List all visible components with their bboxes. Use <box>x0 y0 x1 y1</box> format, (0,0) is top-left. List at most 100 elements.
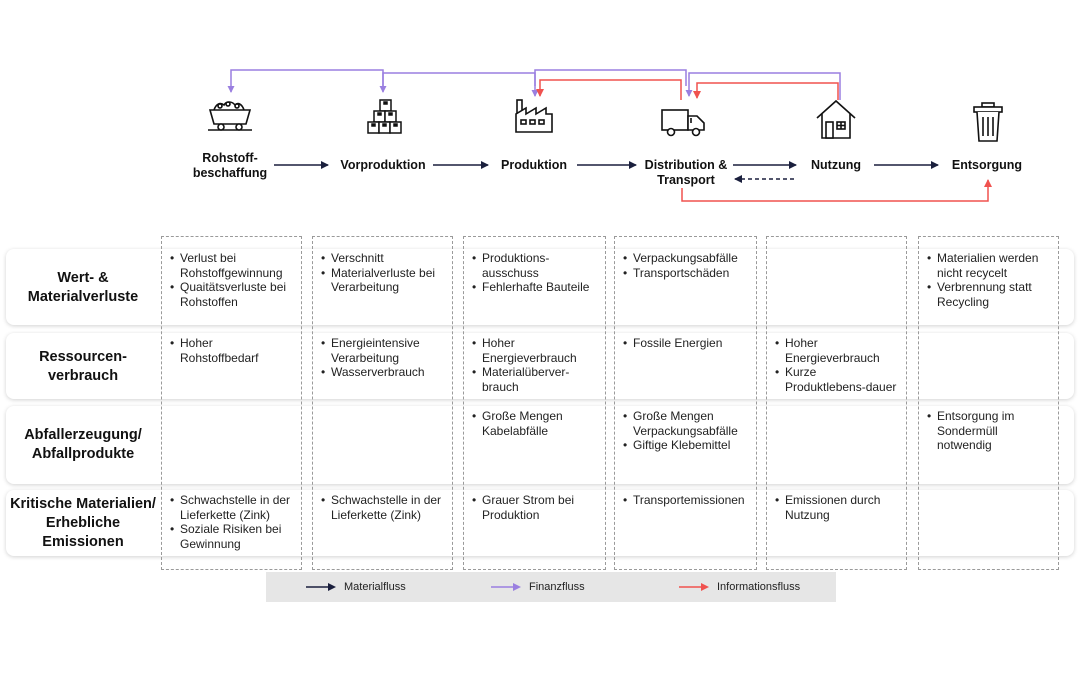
truck-icon <box>661 109 705 137</box>
cell-r2-c3: Hoher EnergieverbrauchMaterialüberver-br… <box>470 336 596 394</box>
stage-label-entsorgung: Entsorgung <box>951 158 1023 172</box>
list-item: Fehlerhafte Bauteile <box>472 280 596 295</box>
stage-label-vorproduktion: Vorproduktion <box>340 158 426 172</box>
mine-cart-icon <box>208 101 252 131</box>
cell-list: Hoher Rohstoffbedarf <box>168 336 294 365</box>
column-box-rohstoff <box>161 236 302 570</box>
legend-label-finanz: Finanzfluss <box>529 581 585 593</box>
stage-label-rohstoff: Rohstoff- beschaffung <box>192 151 268 180</box>
boxes-icon <box>367 99 402 134</box>
list-item: Wasserverbrauch <box>321 365 445 380</box>
cell-r2-c5: Hoher EnergieverbrauchKurze Produktleben… <box>773 336 899 394</box>
list-item: Energieintensive Verarbeitung <box>321 336 445 365</box>
cell-list: Materialien werden nicht recyceltVerbren… <box>925 251 1051 309</box>
house-icon <box>816 99 856 139</box>
cell-list: Große Mengen Kabelabfälle <box>470 409 596 438</box>
cell-r4-c5: Emissionen durch Nutzung <box>773 493 899 522</box>
column-box-nutzung <box>766 236 907 570</box>
cell-r1-c3: Produktions-ausschussFehlerhafte Bauteil… <box>470 251 596 295</box>
cell-r4-c2: Schwachstelle in der Lieferkette (Zink) <box>319 493 445 522</box>
legend-label-material: Materialfluss <box>344 581 406 593</box>
cell-list: VerschnittMaterialverluste bei Verarbeit… <box>319 251 445 295</box>
list-item: Giftige Klebemittel <box>623 438 747 453</box>
legend-label-information: Informationsfluss <box>717 581 801 593</box>
information-flow-arrows <box>536 79 992 202</box>
column-box-vorproduktion <box>312 236 453 570</box>
cell-r3-c4: Große Mengen VerpackungsabfälleGiftige K… <box>621 409 747 453</box>
list-item: Hoher Rohstoffbedarf <box>170 336 294 365</box>
cell-list: Hoher EnergieverbrauchMaterialüberver-br… <box>470 336 596 394</box>
row-label-abfall: Abfallerzeugung/ Abfallprodukte <box>24 427 142 462</box>
row-label-ressourcen: Ressourcen- verbrauch <box>39 349 127 384</box>
legend-item-finanz: Finanzfluss <box>491 572 585 602</box>
stage-label-nutzung: Nutzung <box>811 158 861 172</box>
cell-list: Entsorgung im Sondermüll notwendig <box>925 409 1051 453</box>
cell-r1-c2: VerschnittMaterialverluste bei Verarbeit… <box>319 251 445 295</box>
cell-list: Produktions-ausschussFehlerhafte Bauteil… <box>470 251 596 295</box>
finance-arrow-icon <box>491 583 521 591</box>
cell-list: Emissionen durch Nutzung <box>773 493 899 522</box>
cell-r1-c4: VerpackungsabfälleTransportschäden <box>621 251 747 280</box>
cell-r4-c4: Transportemissionen <box>621 493 747 508</box>
cell-list: Grauer Strom bei Produktion <box>470 493 596 522</box>
finance-arrow-1 <box>227 69 384 93</box>
list-item: Fossile Energien <box>623 336 747 351</box>
info-arrow-1 <box>536 79 682 100</box>
list-item: Verbrennung statt Recycling <box>927 280 1051 309</box>
list-item: Kurze Produktlebens-dauer <box>775 365 899 394</box>
column-box-distribution <box>614 236 757 570</box>
cell-r2-c1: Hoher Rohstoffbedarf <box>168 336 294 365</box>
list-item: Grauer Strom bei Produktion <box>472 493 596 522</box>
list-item: Transportemissionen <box>623 493 747 508</box>
list-item: Entsorgung im Sondermüll notwendig <box>927 409 1051 453</box>
cell-list: Schwachstelle in der Lieferkette (Zink)S… <box>168 493 294 551</box>
list-item: Transportschäden <box>623 266 747 281</box>
cell-list: Fossile Energien <box>621 336 747 351</box>
list-item: Verlust bei Rohstoffgewinnung <box>170 251 294 280</box>
cell-r2-c4: Fossile Energien <box>621 336 747 351</box>
finance-arrow-2 <box>379 72 536 93</box>
cell-list: VerpackungsabfälleTransportschäden <box>621 251 747 280</box>
list-item: Emissionen durch Nutzung <box>775 493 899 522</box>
cell-r4-c3: Grauer Strom bei Produktion <box>470 493 596 522</box>
list-item: Soziale Risiken bei Gewinnung <box>170 522 294 551</box>
information-arrow-icon <box>679 583 709 591</box>
list-item: Verschnitt <box>321 251 445 266</box>
material-flow-arrows <box>274 161 939 183</box>
row-label-kritisch: Kritische Materialien/ Erhebliche Emissi… <box>10 495 156 550</box>
list-item: Hoher Energieverbrauch <box>472 336 596 365</box>
trash-bin-icon <box>973 102 1003 142</box>
legend-item-information: Informationsfluss <box>679 572 800 602</box>
legend-item-material: Materialfluss <box>306 572 406 602</box>
list-item: Verpackungsabfälle <box>623 251 747 266</box>
list-item: Hoher Energieverbrauch <box>775 336 899 365</box>
list-item: Quaitätsverluste bei Rohstoffen <box>170 280 294 309</box>
material-arrow-icon <box>306 583 336 591</box>
list-item: Materialverluste bei Verarbeitung <box>321 266 445 295</box>
row-label-verluste: Wert- & Materialverluste <box>27 270 139 305</box>
legend: Materialfluss Finanzfluss Informationsfl… <box>266 572 836 602</box>
cell-list: Schwachstelle in der Lieferkette (Zink) <box>319 493 445 522</box>
factory-icon <box>515 99 553 133</box>
list-item: Schwachstelle in der Lieferkette (Zink) <box>170 493 294 522</box>
list-item: Produktions-ausschuss <box>472 251 596 280</box>
cell-list: Verlust bei RohstoffgewinnungQuaitätsver… <box>168 251 294 309</box>
list-item: Große Mengen Kabelabfälle <box>472 409 596 438</box>
list-item: Schwachstelle in der Lieferkette (Zink) <box>321 493 445 522</box>
list-item: Materialüberver-brauch <box>472 365 596 394</box>
list-item: Große Mengen Verpackungsabfälle <box>623 409 747 438</box>
cell-r1-c6: Materialien werden nicht recyceltVerbren… <box>925 251 1051 309</box>
finance-arrow-3 <box>531 69 687 97</box>
finance-arrow-4 <box>685 72 841 100</box>
cell-list: Transportemissionen <box>621 493 747 508</box>
column-box-produktion <box>463 236 606 570</box>
cell-list: Große Mengen VerpackungsabfälleGiftige K… <box>621 409 747 453</box>
info-arrow-3 <box>681 179 992 202</box>
list-item: Materialien werden nicht recycelt <box>927 251 1051 280</box>
cell-r4-c1: Schwachstelle in der Lieferkette (Zink)S… <box>168 493 294 551</box>
stage-label-distribution: Distribution & Transport <box>644 158 728 187</box>
cell-list: Energieintensive VerarbeitungWasserverbr… <box>319 336 445 380</box>
cell-r3-c6: Entsorgung im Sondermüll notwendig <box>925 409 1051 453</box>
cell-list: Hoher EnergieverbrauchKurze Produktleben… <box>773 336 899 394</box>
column-box-entsorgung <box>918 236 1059 570</box>
